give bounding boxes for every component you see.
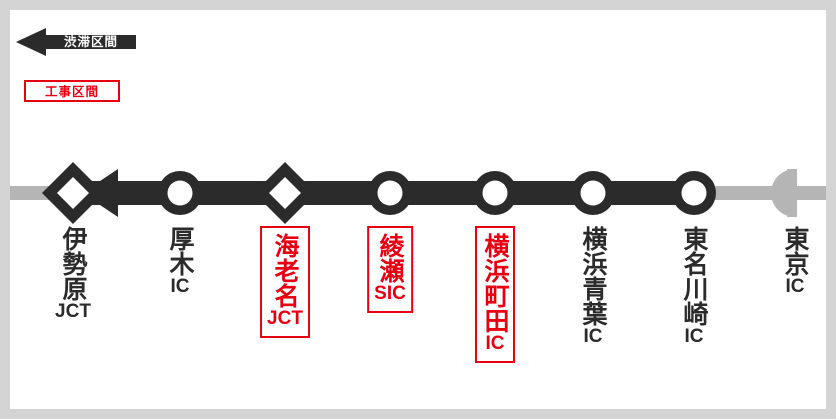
station-kind: IC — [684, 326, 704, 347]
diagram-canvas: 渋滞区間 工事区間 — [10, 10, 826, 409]
station-label-yokohamamachida[interactable]: 横浜町田 IC — [475, 226, 515, 363]
station-marker-circle-atsugi[interactable] — [158, 171, 202, 215]
station-name: 海老名 — [271, 233, 299, 308]
legend-congestion-item: 渋滞区間 — [16, 28, 136, 56]
half-circle-terminal-icon — [771, 169, 797, 217]
station-name: 綾瀬 — [376, 233, 404, 283]
station-label-tokyo[interactable]: 東京 IC — [781, 226, 809, 298]
station-marker-diamond-ebina[interactable] — [254, 162, 316, 224]
legend-congestion-label: 渋滞区間 — [63, 35, 118, 49]
station-name: 伊勢原 — [59, 226, 87, 301]
station-name: 東名川崎 — [680, 226, 708, 326]
route-segment-normal-right — [698, 186, 826, 200]
legend-construction-item: 工事区間 — [24, 80, 120, 102]
legend-construction-label: 工事区間 — [44, 85, 99, 99]
station-kind: JCT — [55, 301, 91, 322]
station-label-tomeikawasaki[interactable]: 東名川崎 IC — [680, 226, 708, 348]
station-marker-circle-yokohamamachida[interactable] — [473, 171, 517, 215]
station-label-isehara[interactable]: 伊勢原 JCT — [55, 226, 91, 323]
station-name: 横浜青葉 — [579, 226, 607, 326]
station-marker-circle-tomeikawasaki[interactable] — [672, 171, 716, 215]
station-kind: IC — [485, 333, 505, 354]
station-kind: SIC — [374, 283, 406, 304]
station-marker-circle-yokohamaaoba[interactable] — [571, 171, 615, 215]
station-marker-diamond-isehara[interactable] — [42, 162, 104, 224]
station-kind: IC — [785, 276, 805, 297]
station-kind: JCT — [267, 308, 303, 329]
station-kind: IC — [583, 326, 603, 347]
station-name: 厚木 — [166, 226, 194, 276]
station-kind: IC — [170, 276, 190, 297]
station-label-ayase[interactable]: 綾瀬 SIC — [367, 226, 413, 313]
station-label-yokohamaaoba[interactable]: 横浜青葉 IC — [579, 226, 607, 348]
station-label-atsugi[interactable]: 厚木 IC — [166, 226, 194, 298]
station-marker-circle-ayase[interactable] — [368, 171, 412, 215]
station-name: 横浜町田 — [481, 233, 509, 333]
station-name: 東京 — [781, 226, 809, 276]
route-line — [10, 162, 826, 224]
left-arrow-icon — [16, 28, 136, 56]
station-label-ebina[interactable]: 海老名 JCT — [260, 226, 310, 338]
